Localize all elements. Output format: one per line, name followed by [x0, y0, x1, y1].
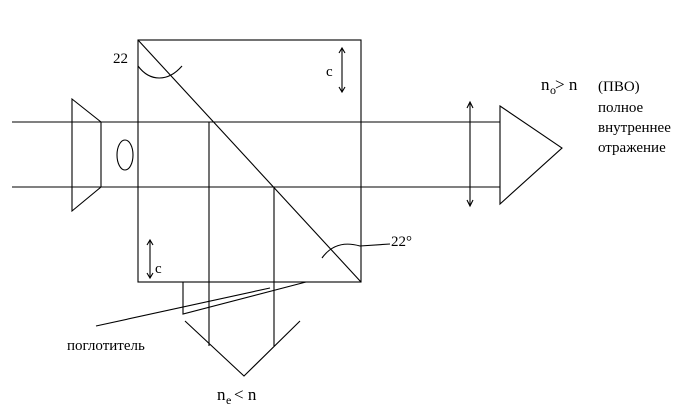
- angle-bottom-label: 22°: [391, 234, 412, 250]
- absorber-plate: [182, 281, 307, 315]
- extraordinary-sub: e: [226, 393, 231, 407]
- absorber-leader: [95, 287, 271, 327]
- axis-bottom-label: c: [155, 261, 162, 277]
- angle-top-label: 22: [113, 51, 128, 67]
- tir-abbrev: (ПВО): [598, 79, 640, 95]
- optic-axis-arrow-top: [338, 46, 346, 94]
- tir-line-2: внутреннее: [598, 120, 671, 136]
- optic-axis-arrow-bottom: [146, 238, 154, 280]
- ordinary-index-relation: n o > n: [541, 75, 578, 97]
- polarization-double-arrow: [466, 100, 474, 208]
- extraordinary-relation: < n: [234, 385, 257, 404]
- tir-line-3: отражение: [598, 140, 666, 156]
- entrance-aperture: [71, 97, 102, 213]
- ordinary-sub: o: [550, 83, 556, 97]
- output-arrow-down: [184, 320, 301, 377]
- angle-leader-bottom: [321, 243, 391, 259]
- prism-diagonal-interface: [137, 39, 362, 283]
- output-arrow-right: [499, 104, 563, 206]
- extraordinary-n: n: [217, 385, 226, 404]
- axis-top-label: c: [326, 64, 333, 80]
- unpolarized-light-symbol: [116, 139, 134, 171]
- tir-line-1: полное: [598, 100, 644, 116]
- ordinary-n: n: [541, 75, 550, 94]
- absorber-label: поглотитель: [67, 338, 145, 354]
- ordinary-relation: > n: [555, 75, 578, 94]
- extraordinary-index-relation: n e < n: [217, 385, 257, 407]
- angle-leader-top: [137, 65, 183, 79]
